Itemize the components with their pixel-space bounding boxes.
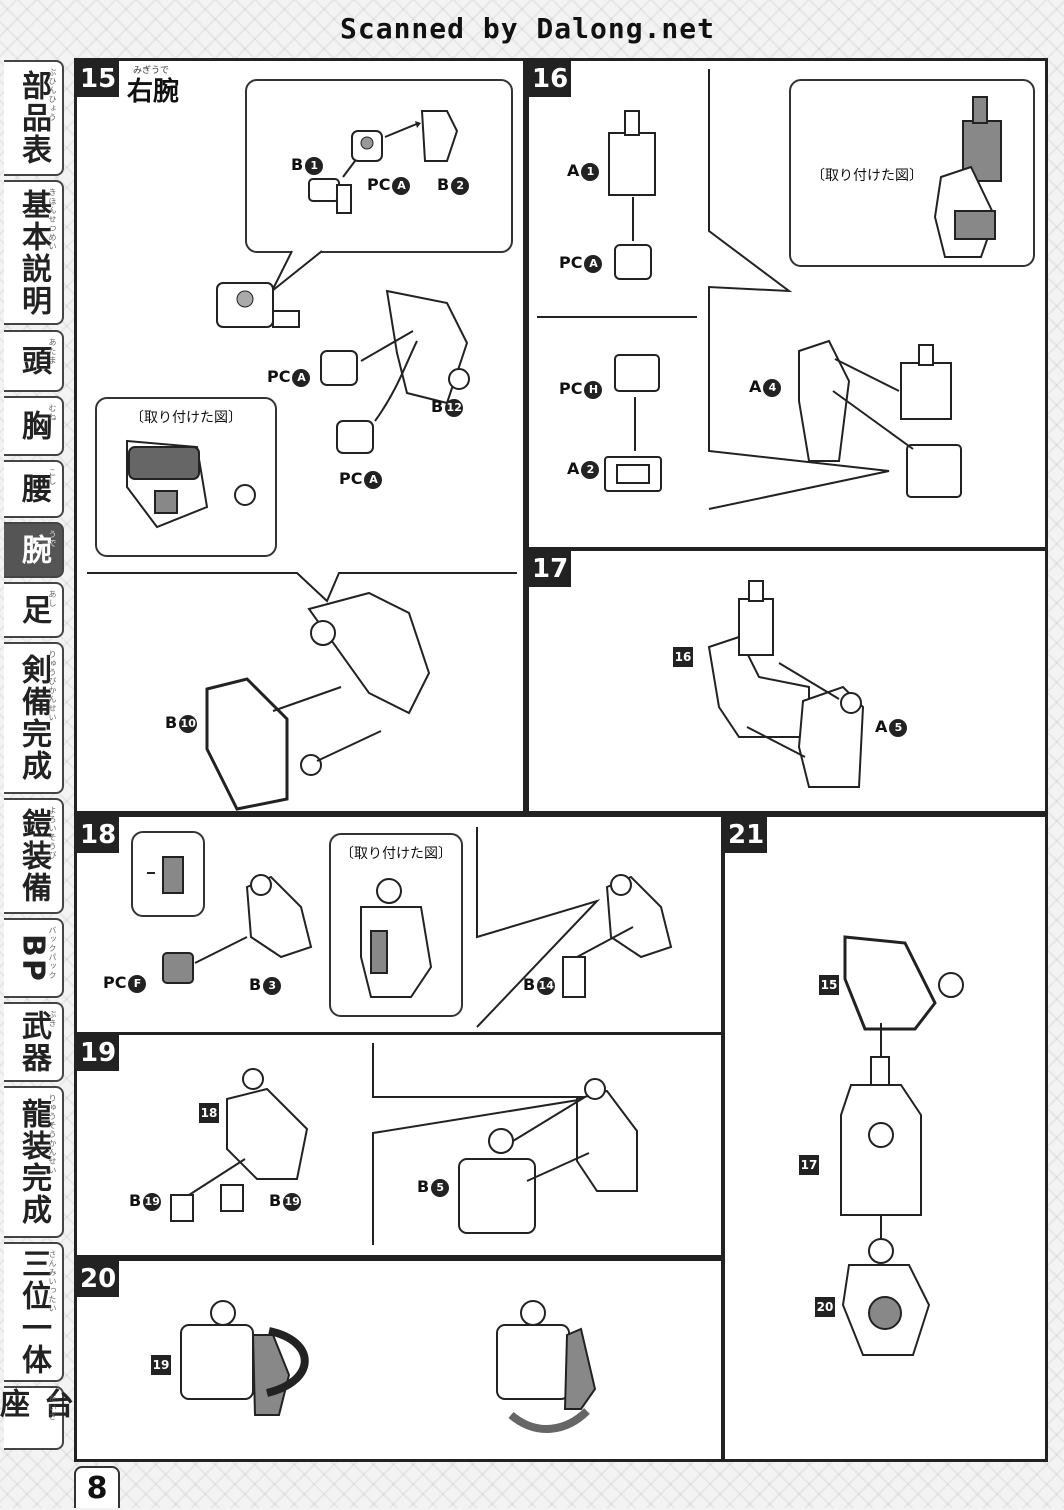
step-number: 18 [77, 817, 120, 853]
step-17-assembly-illustration [707, 580, 865, 788]
tab-weapons[interactable]: 武器ぶき [4, 1002, 64, 1082]
step-21-assembly-illustration [840, 935, 964, 1356]
tab-head[interactable]: 頭あたま [4, 330, 64, 392]
scan-credit: Scanned by Dalong.net [340, 12, 716, 45]
callout-parts-illustration [308, 110, 459, 214]
step-18-assembly-illustration [162, 827, 673, 1028]
step-19-assembly-illustration [170, 1043, 638, 1245]
tab-basic-explanation[interactable]: 基本説明きほんせつめい [4, 180, 64, 325]
attached-view-illustration [933, 96, 1002, 258]
step-15-assembly-illustration [87, 250, 517, 811]
tab-armor-equip[interactable]: 鎧装備よろいそうび [4, 798, 64, 914]
step-number: 21 [725, 817, 768, 853]
page-number: 8 [74, 1466, 120, 1508]
step-reference-badge-15: 15 [819, 975, 839, 995]
tab-ryuso-complete[interactable]: 龍装完成りゅうそうかんせい [4, 1086, 64, 1238]
step-21-panel: 21 15 17 20 [722, 814, 1048, 1462]
step-number: 15 [77, 61, 120, 97]
step-reference-badge: 18 [199, 1103, 219, 1123]
step-reference-badge: 16 [673, 647, 693, 667]
step-number: 17 [529, 551, 572, 587]
attached-view-caption: 〔取り付けた図〕 [130, 410, 242, 426]
section-index-sidebar: 部品表ぶひんひょう 基本説明きほんせつめい 頭あたま 胸むね 腰こし 腕うで 足… [0, 60, 73, 1450]
tab-ryubi-complete[interactable]: 剣備完成りゅうびかんせい [4, 642, 64, 794]
tab-arm[interactable]: 腕うで [4, 522, 64, 578]
detail-callout [131, 831, 205, 917]
tab-chest[interactable]: 胸むね [4, 396, 64, 456]
step-title-ruby: みぎうで [133, 66, 170, 76]
step-reference-badge: 19 [151, 1355, 171, 1375]
tab-leg[interactable]: 足あし [4, 582, 64, 638]
step-reference-badge-20: 20 [815, 1297, 835, 1317]
attached-view-caption: 〔取り付けた図〕 [811, 168, 923, 184]
step-title: 右腕 [127, 77, 180, 107]
tab-trinity[interactable]: 三位一体さんみいったい [4, 1242, 64, 1382]
callout-parts-illustration [147, 856, 184, 894]
tab-stand[interactable]: 台座だいざ [0, 1386, 73, 1450]
step-number: 19 [77, 1035, 120, 1071]
step-20-rotation-illustration [180, 1300, 597, 1433]
tab-waist[interactable]: 腰こし [4, 460, 64, 518]
attached-view-illustration [126, 439, 256, 529]
step-number: 20 [77, 1261, 120, 1297]
attached-view-caption: 〔取り付けた図〕 [340, 846, 452, 862]
tab-parts-list[interactable]: 部品表ぶひんひょう [4, 60, 64, 176]
step-reference-badge-17: 17 [799, 1155, 819, 1175]
attached-view-callout: 〔取り付けた図〕 [95, 397, 277, 557]
step-20-panel: 20 19 [74, 1258, 724, 1462]
attached-view-callout: 〔取り付けた図〕 [789, 79, 1035, 267]
attached-view-illustration [360, 878, 433, 998]
step-number: 16 [529, 61, 572, 97]
step-16-assembly-illustration [537, 69, 962, 510]
attached-view-callout: 〔取り付けた図〕 [329, 833, 463, 1017]
